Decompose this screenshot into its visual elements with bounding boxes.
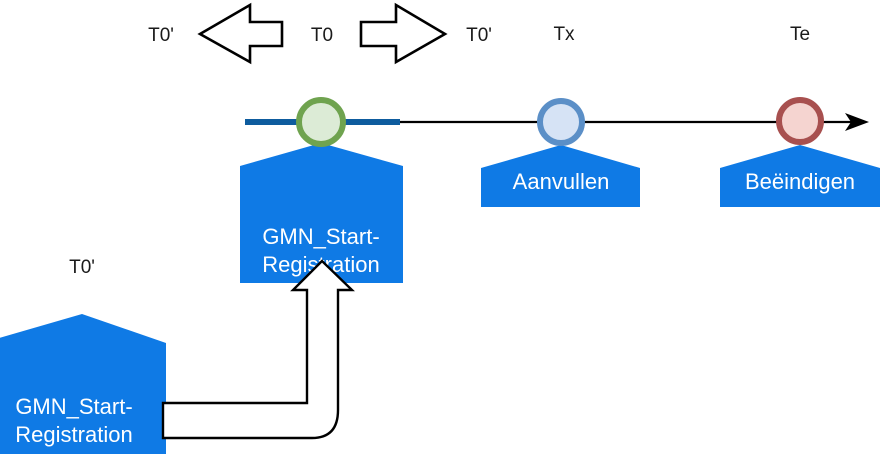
shift-right-arrow-icon bbox=[359, 2, 448, 65]
marker-circle-blue bbox=[537, 98, 585, 146]
event-shape-gmn-start-registration bbox=[240, 143, 403, 283]
event-label-gmn-start-registration-alt-line2: Registration bbox=[15, 422, 132, 447]
time-label-t0-prime-right: T0' bbox=[466, 25, 492, 46]
marker-circle-green bbox=[296, 97, 346, 147]
event-aanvullen[interactable]: Aanvullen bbox=[481, 145, 640, 207]
time-label-tx: Tx bbox=[553, 24, 575, 45]
event-shape-gmn-start-registration-alt bbox=[0, 314, 166, 454]
replacement-connector-arrow bbox=[161, 259, 355, 440]
event-shape-aanvullen bbox=[481, 145, 640, 207]
shift-left-arrow-icon bbox=[197, 2, 284, 65]
marker-circle-red bbox=[776, 97, 824, 145]
marker-t0[interactable] bbox=[296, 97, 346, 147]
marker-tx[interactable] bbox=[537, 98, 585, 146]
event-label-beeindigen: Beëindigen bbox=[745, 169, 855, 194]
event-label-gmn-start-registration-line1: GMN_Start- bbox=[262, 224, 379, 249]
event-label-aanvullen: Aanvullen bbox=[513, 169, 610, 194]
event-label-gmn-start-registration-alt-line1: GMN_Start- bbox=[15, 394, 132, 419]
time-label-t0: T0 bbox=[311, 25, 333, 46]
event-gmn-start-registration-alt[interactable]: GMN_Start- Registration bbox=[0, 314, 166, 454]
event-shape-beeindigen bbox=[720, 145, 880, 207]
time-label-te: Te bbox=[790, 24, 810, 45]
event-beeindigen[interactable]: Beëindigen bbox=[720, 145, 880, 207]
timeline-end-arrowhead bbox=[845, 113, 869, 131]
time-label-t0-prime-left: T0' bbox=[148, 25, 174, 46]
time-label-t0-prime-lower: T0' bbox=[69, 257, 95, 278]
marker-te[interactable] bbox=[776, 97, 824, 145]
event-gmn-start-registration[interactable]: GMN_Start- Registration bbox=[240, 143, 403, 283]
